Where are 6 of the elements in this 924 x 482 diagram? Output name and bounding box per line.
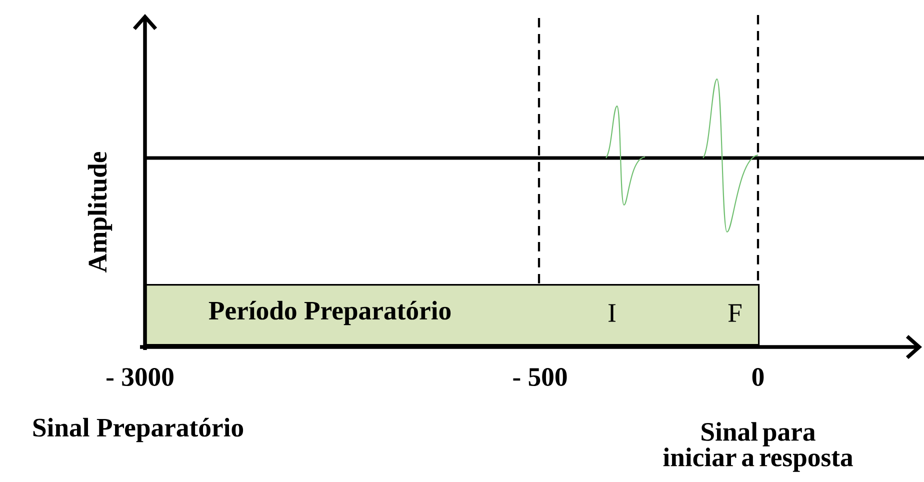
signal-label: Sinal para iniciar a resposta [663,422,853,472]
signal-label: Sinal Preparatório [33,418,244,442]
axis-label: Amplitude [88,152,112,272]
period-bar: Período Preparatório I F [145,284,760,346]
tick-label: 0 [752,368,764,386]
tick-label: - 3000 [106,368,174,386]
